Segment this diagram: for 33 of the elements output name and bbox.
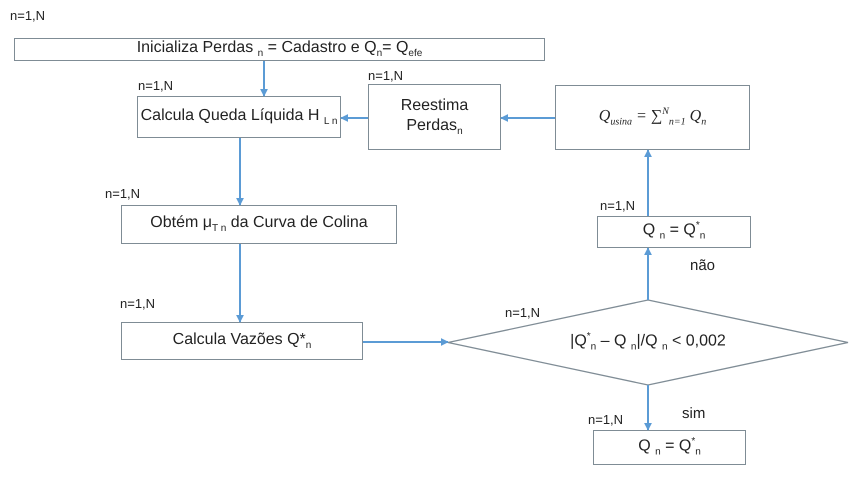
step-text: Inicializa Perdas $_{n}$ = Cadastro e Q$_{n}$= Q$_{efe}$ <box>136 38 422 61</box>
step-text: Calcula Queda Líquida H $_{L n}$ <box>140 106 338 128</box>
arrow <box>236 244 244 323</box>
process-box <box>555 85 750 150</box>
arrow <box>340 114 368 122</box>
arrow <box>644 247 652 300</box>
decision-diamond <box>448 300 848 385</box>
arrow <box>236 138 244 206</box>
step-text: Reestima Perdas$_{n}$ <box>400 96 470 138</box>
process-box <box>14 38 545 61</box>
arrow <box>363 338 449 346</box>
step-text: |Q$^{*}$$_{n}$ – Q $_{n}$|/Q $_{n}$ < 0,002 <box>570 330 726 354</box>
process-box <box>368 84 501 150</box>
process-box <box>597 216 751 248</box>
step-text: Calcula Vazões Q*$_{n}$ <box>172 330 312 352</box>
loop-range-label: n=1,N <box>138 78 174 93</box>
loop-range-label: n=1,N <box>368 68 404 83</box>
loop-range-label: n=1,N <box>505 305 540 320</box>
loop-range-label: n=1,N <box>600 198 636 213</box>
loop-range-label: n=1,N <box>120 296 156 311</box>
arrow <box>644 149 652 216</box>
step-text: Q$_{usina}$ = ∑$^{N}$$_{n=1}$ Q$_{n}$ <box>598 106 706 129</box>
arrow <box>260 61 268 97</box>
loop-range-label: n=1,N <box>588 412 624 427</box>
process-box <box>121 205 397 244</box>
arrow <box>644 385 652 431</box>
process-box <box>121 322 363 360</box>
process-box <box>593 430 746 465</box>
step-text: Obtém μ$_{T n}$ da Curva de Colina <box>150 213 368 236</box>
loop-range-label: n=1,N <box>10 8 46 23</box>
arrow <box>500 114 555 122</box>
loop-range-label: n=1,N <box>105 186 140 201</box>
process-box <box>137 96 341 138</box>
